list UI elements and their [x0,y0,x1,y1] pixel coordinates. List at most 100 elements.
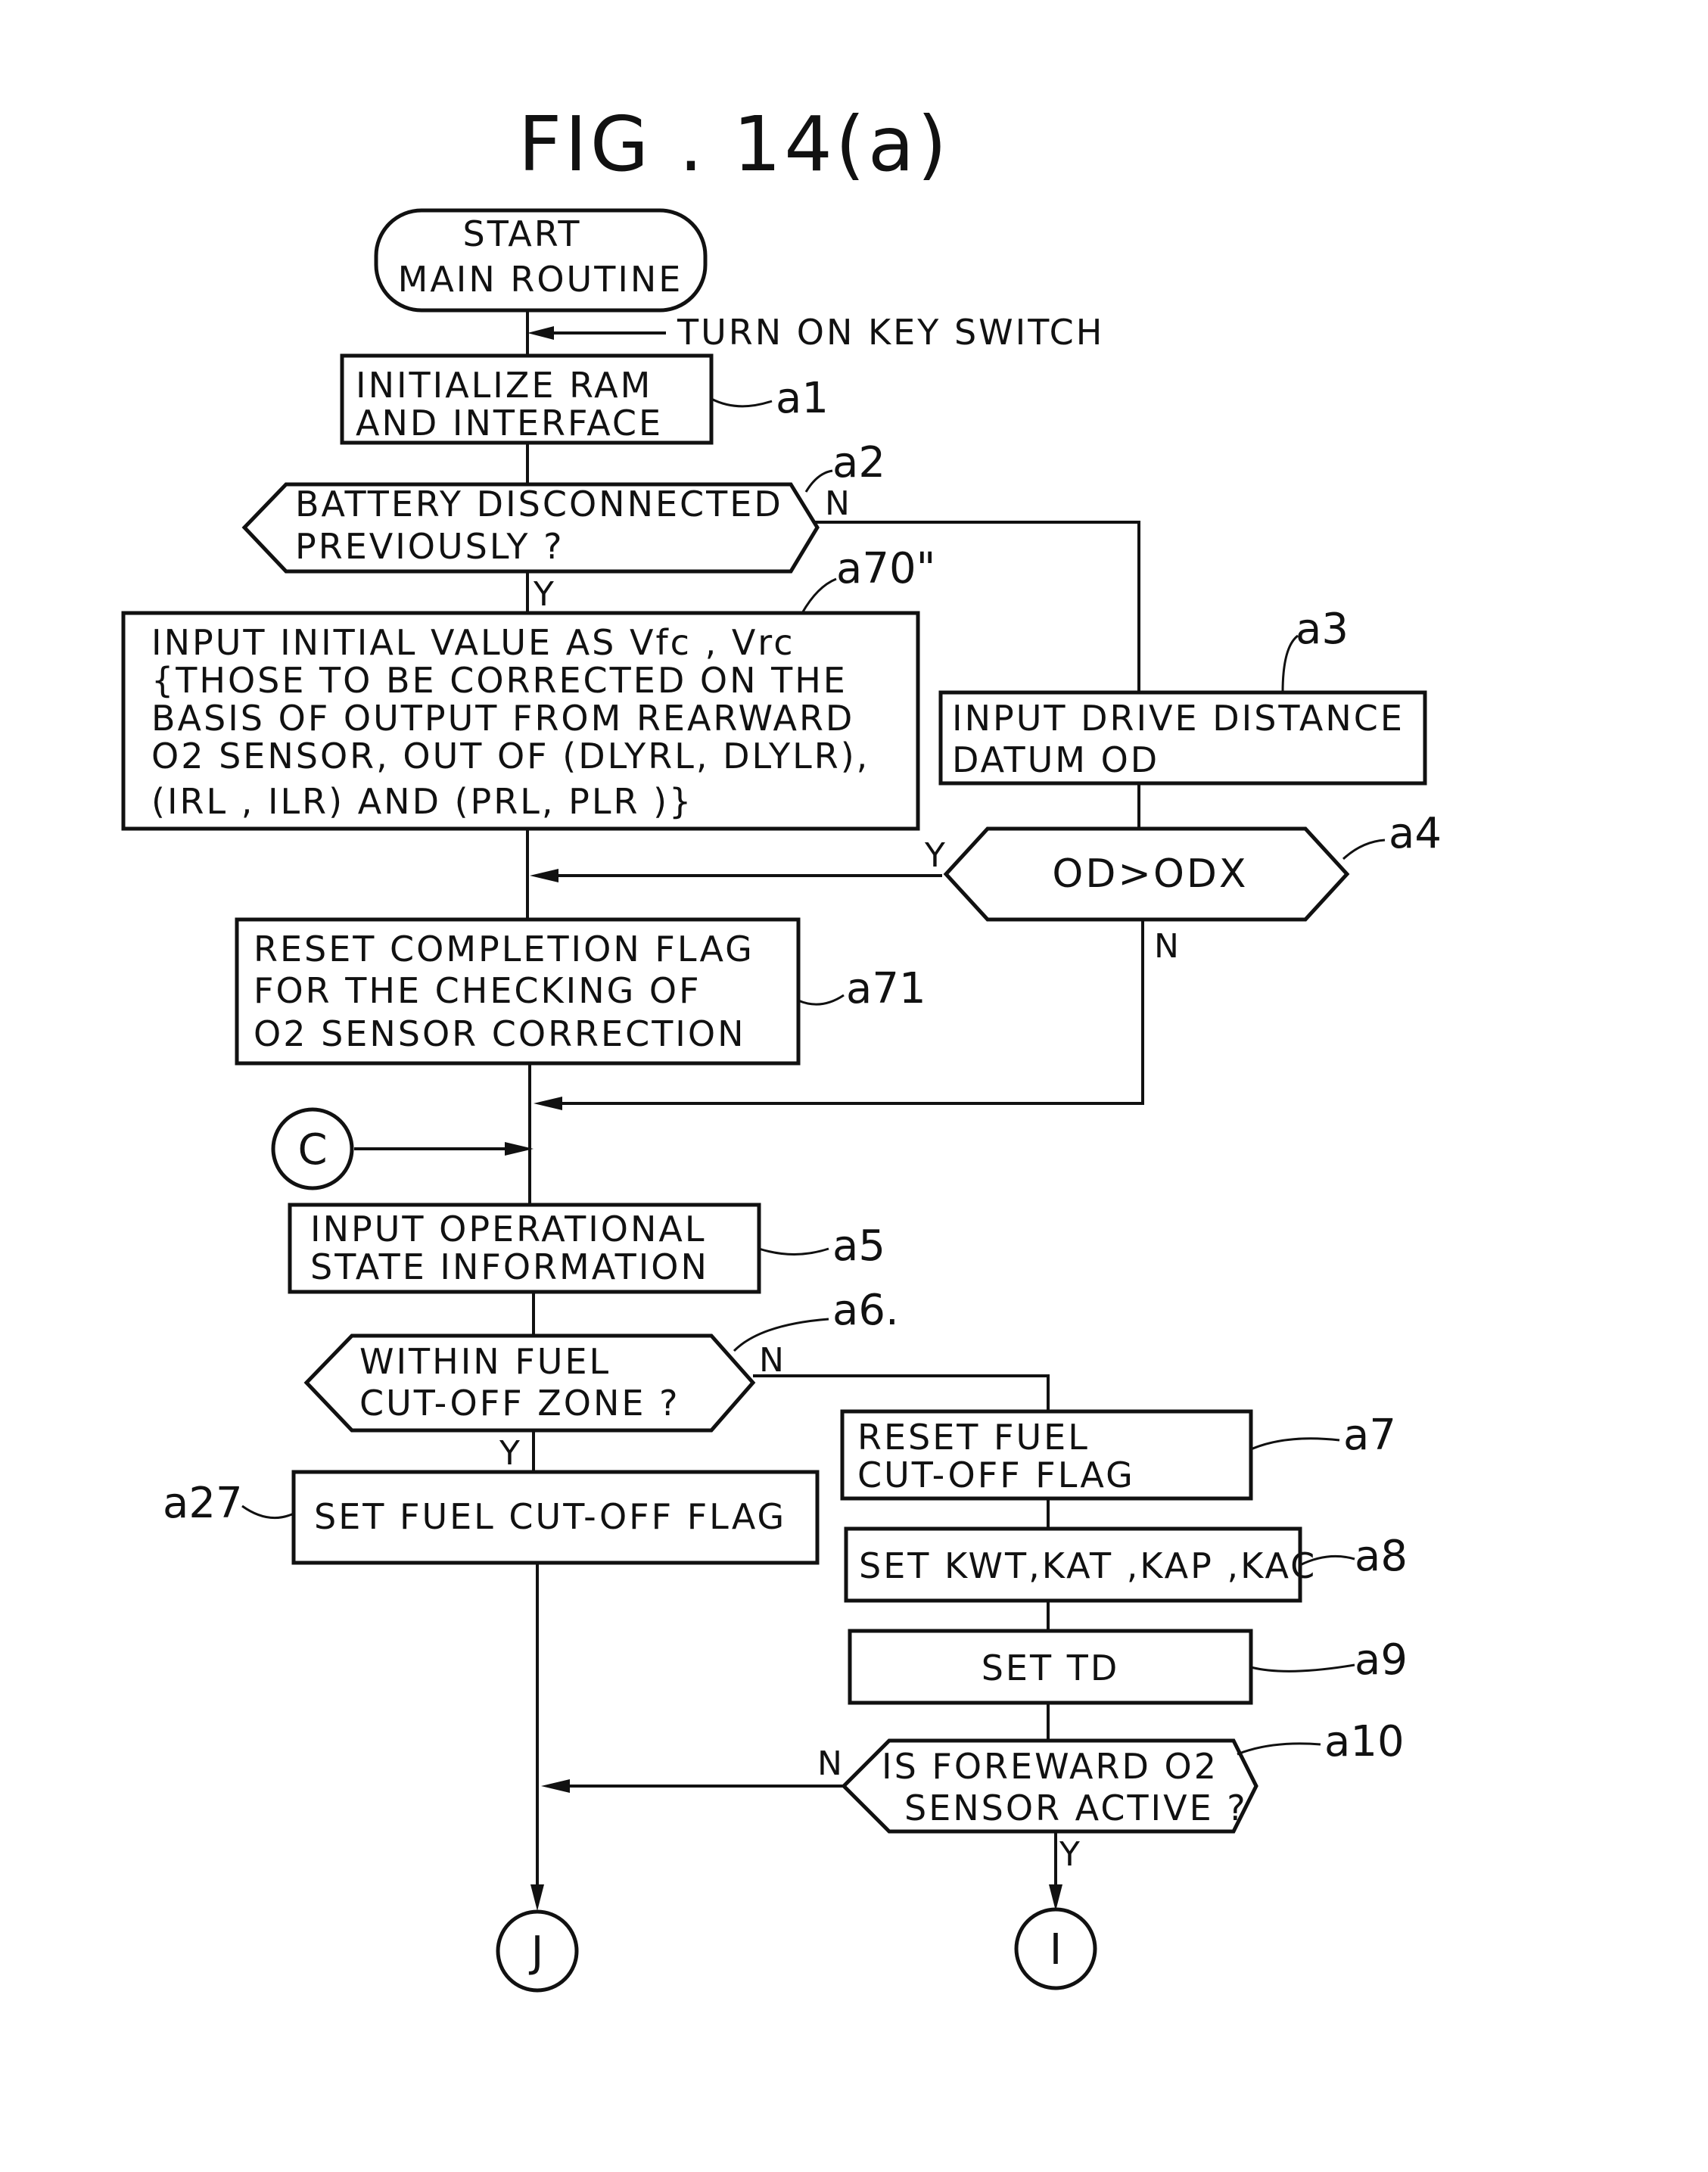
step-a71-line-3: O2 SENSOR CORRECTION [254,1013,745,1054]
step-a3-ref: a3 [1296,605,1349,654]
decision-a6-line-1: WITHIN FUEL [359,1341,611,1382]
decision-a6-no-label: N [759,1341,784,1380]
step-a1-leader [711,397,773,408]
step-a70-line-2: {THOSE TO BE CORRECTED ON THE [151,660,848,701]
decision-a4-ref: a4 [1389,809,1442,858]
decision-a2-leader [804,469,833,493]
step-a7: RESET FUEL CUT-OFF FLAG a7 [840,1409,1396,1501]
step-a71-leader [798,994,845,1006]
connector-i-circle [1014,1907,1097,1990]
connector-c-circle [271,1107,354,1190]
step-a70-box [121,611,920,831]
decision-a4-line-1: OD>ODX [1052,851,1248,897]
decision-a6-shape [303,1333,756,1433]
decision-a2-line-2: PREVIOUSLY ? [295,526,565,567]
figure-title: FIG . 14(a) [518,100,950,188]
flow-lines [354,310,1144,1892]
step-a27-line-1: SET FUEL CUT-OFF FLAG [314,1496,786,1537]
step-a70-leader [801,577,837,614]
step-a7-ref: a7 [1343,1411,1396,1460]
step-a71-line-2: FOR THE CHECKING OF [254,970,702,1011]
step-a5-box [288,1203,761,1294]
step-a8-leader [1299,1554,1355,1567]
step-a5-line-2: STATE INFORMATION [310,1246,709,1287]
decision-a4: OD>ODX a4 Y N [924,809,1442,966]
arrow-connector-c [505,1142,534,1156]
decision-a2-shape [241,482,820,574]
decision-a4-shape [943,826,1350,922]
step-a9-box [848,1629,1253,1705]
step-a7-leader [1250,1437,1340,1451]
key-switch-note: TURN ON KEY SWITCH [677,312,1104,353]
connector-j-circle [496,1909,579,1993]
step-a70-line-4: O2 SENSOR, OUT OF (DLYRL, DLYLR), [151,736,870,776]
step-a70-line-3: BASIS OF OUTPUT FROM REARWARD [151,698,854,739]
step-a3: INPUT DRIVE DISTANCE DATUM OD a3 [938,605,1427,786]
start-terminal: START MAIN ROUTINE [374,208,708,313]
arrow-key-switch [527,326,554,340]
step-a7-line-2: CUT-OFF FLAG [857,1455,1135,1495]
connector-c: C [271,1107,354,1190]
line-a4-no-merge [545,920,1144,1105]
step-a1-ref: a1 [776,374,829,423]
decision-a4-no-label: N [1154,927,1179,966]
step-a27-leader [241,1505,294,1520]
decision-a10-no-label: N [817,1744,842,1783]
arrow-a10-no [541,1779,570,1793]
start-label: START [463,213,582,254]
step-a27-box [291,1470,820,1565]
step-a71-line-1: RESET COMPLETION FLAG [254,929,754,969]
connector-c-label: C [297,1125,327,1175]
step-a9-ref: a9 [1355,1635,1408,1685]
decision-a6-leader [733,1318,829,1352]
decision-a2-no-label: N [825,484,850,523]
decision-a2: BATTERY DISCONNECTED PREVIOUSLY ? a2 N Y [241,438,885,614]
arrow-to-j [530,1884,544,1911]
step-a70-line-1: INPUT INITIAL VALUE AS Vfc , Vrc [151,622,795,663]
step-a8: SET KWT,KAT ,KAP ,KAC a8 [844,1526,1408,1603]
step-a9-leader [1250,1663,1355,1673]
decision-a10-line-1: IS FOREWARD O2 [882,1746,1218,1787]
step-a3-line-2: DATUM OD [952,739,1159,780]
step-a8-line-1: SET KWT,KAT ,KAP ,KAC [859,1545,1317,1586]
decision-a2-line-1: BATTERY DISCONNECTED [295,484,783,524]
arrowheads [505,326,1062,1911]
step-a5-ref: a5 [832,1221,885,1271]
step-a70-ref: a70" [836,544,935,593]
step-a27: SET FUEL CUT-OFF FLAG a27 [163,1470,820,1565]
step-a71-ref: a71 [846,964,926,1013]
decision-a4-leader [1342,839,1386,860]
start-sub-label: MAIN ROUTINE [398,259,683,300]
step-a70-line-5: (IRL , ILR) AND (PRL, PLR )} [151,781,693,822]
decision-a2-yes-label: Y [533,575,554,614]
decision-a10: IS FOREWARD O2 SENSOR ACTIVE ? a10 N Y [817,1717,1405,1874]
arrow-to-i [1049,1884,1062,1911]
step-a1-line-1: INITIALIZE RAM [356,365,652,406]
connector-j: J [496,1909,579,1993]
decision-a6-line-2: CUT-OFF ZONE ? [359,1383,680,1424]
arrow-a4-yes [530,869,558,882]
step-a70: INPUT INITIAL VALUE AS Vfc , Vrc {THOSE … [121,544,935,831]
step-a5-line-1: INPUT OPERATIONAL [310,1209,707,1249]
step-a8-ref: a8 [1355,1532,1408,1581]
step-a3-line-1: INPUT DRIVE DISTANCE [952,698,1405,739]
decision-a4-yes-label: Y [924,836,945,875]
decision-a10-leader [1237,1742,1321,1756]
step-a1: INITIALIZE RAM AND INTERFACE a1 [340,353,829,445]
decision-a10-yes-label: Y [1059,1835,1080,1874]
decision-a6-ref: a6. [832,1286,899,1335]
line-a6-no-to-a7 [753,1374,1050,1411]
step-a3-box [938,690,1427,786]
connector-j-label: J [529,1928,544,1977]
decision-a10-line-2: SENSOR ACTIVE ? [904,1788,1248,1828]
step-a3-leader [1281,634,1299,693]
decision-a6: WITHIN FUEL CUT-OFF ZONE ? a6. N Y [303,1286,899,1473]
decision-a2-ref: a2 [832,438,885,487]
line-a2-no-to-a3 [814,521,1140,692]
step-a5-leader [758,1247,829,1256]
decision-a10-ref: a10 [1324,1717,1405,1766]
step-a7-box [840,1409,1253,1501]
step-a1-line-2: AND INTERFACE [356,403,663,443]
connector-i-label: I [1050,1925,1062,1974]
